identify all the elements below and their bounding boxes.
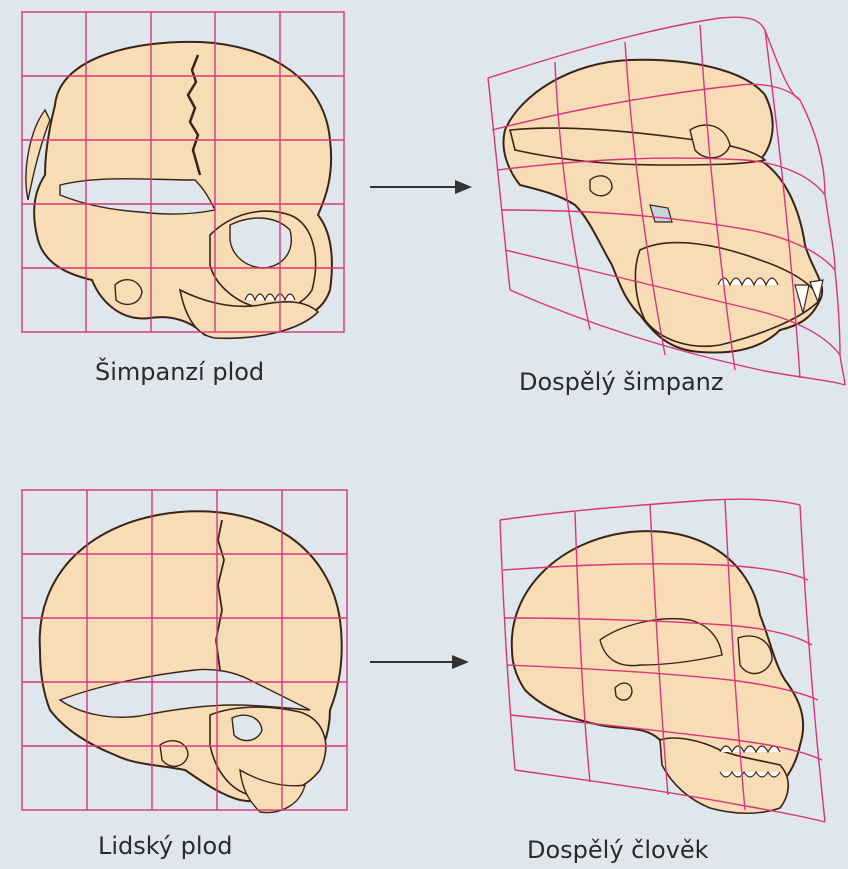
chimp-fetus-teeth — [245, 294, 295, 300]
chimp-adult-ear — [590, 176, 612, 196]
caption-chimp-fetus: Šimpanzí plod — [95, 358, 264, 386]
chimp-adult-skull — [503, 60, 823, 353]
human-adult-ear-hole — [615, 683, 632, 700]
caption-chimp-adult: Dospělý šimpanz — [519, 368, 723, 396]
caption-human-adult: Dospělý člověk — [527, 836, 709, 864]
chimp-fetus-skull — [26, 42, 332, 338]
human-fetus-skull — [40, 511, 342, 812]
human-fetus-ear — [160, 741, 188, 767]
human-adult-skull — [512, 531, 803, 813]
caption-human-fetus: Lidský plod — [98, 832, 232, 860]
transform-arrow-top — [370, 180, 472, 194]
chimp-fetus-ear — [115, 280, 142, 305]
transform-arrow-bottom — [370, 655, 469, 669]
